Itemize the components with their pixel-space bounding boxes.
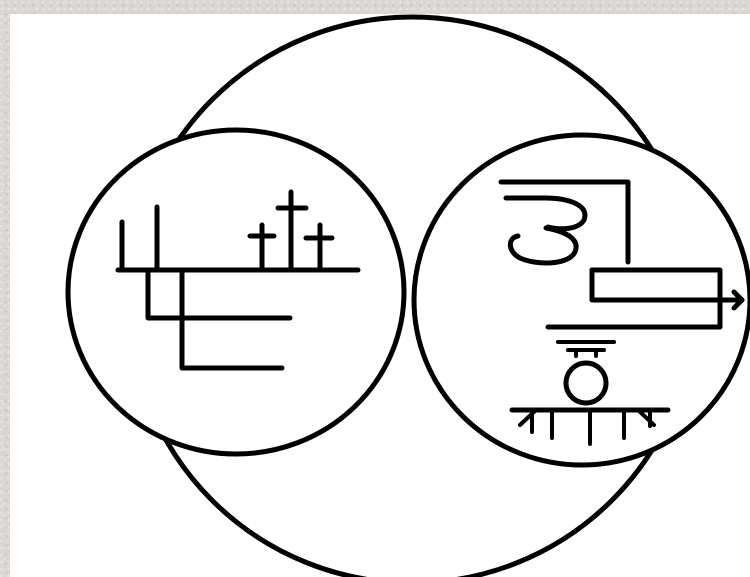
left-circle-icon	[68, 130, 404, 454]
